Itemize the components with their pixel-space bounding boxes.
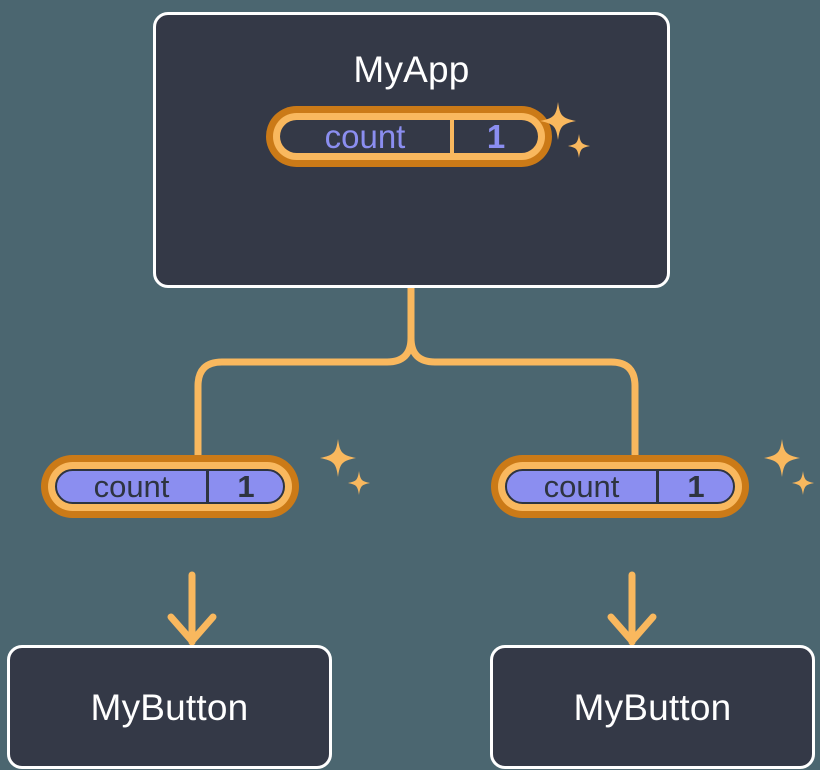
state-value-label: 1 (237, 469, 255, 504)
branch-right-state-pill[interactable]: count 1 (491, 455, 749, 518)
pill-face: count 1 (280, 120, 538, 153)
pill-inner-ring: count 1 (273, 113, 545, 160)
branch-left-state-pill[interactable]: count 1 (41, 455, 299, 518)
arrow-down-icon-right (607, 613, 657, 645)
four-point-star-icon (320, 439, 356, 477)
root-state-pill[interactable]: count 1 (266, 106, 552, 167)
pill-inner-ring: count 1 (48, 462, 292, 511)
page-title: MyApp (353, 49, 470, 90)
pill-face: count 1 (55, 469, 285, 504)
state-key-label: count (57, 471, 209, 502)
sparkle-group-left (320, 439, 370, 495)
leaf-title-right: MyButton (573, 686, 732, 728)
four-point-star-icon (792, 471, 814, 495)
pill-outer-ring: count 1 (491, 455, 749, 518)
pill-outer-ring: count 1 (266, 106, 552, 167)
four-point-star-icon (764, 439, 800, 477)
connector-root-to-left (194, 334, 415, 459)
pill-face: count 1 (505, 469, 735, 504)
state-key-label: count (507, 471, 659, 502)
state-key-label: count (280, 120, 454, 153)
arrow-down-icon-left (167, 613, 217, 645)
state-value-label: 1 (687, 469, 705, 504)
state-value-label: 1 (486, 120, 506, 153)
connector-root-to-right (407, 334, 639, 459)
pill-outer-ring: count 1 (41, 455, 299, 518)
sparkle-group-right (764, 439, 814, 495)
pill-inner-ring: count 1 (498, 462, 742, 511)
four-point-star-icon (348, 471, 370, 495)
leaf-component-card-right[interactable]: MyButton (490, 645, 815, 769)
leaf-component-card-left[interactable]: MyButton (7, 645, 332, 769)
leaf-title-left: MyButton (90, 686, 249, 728)
